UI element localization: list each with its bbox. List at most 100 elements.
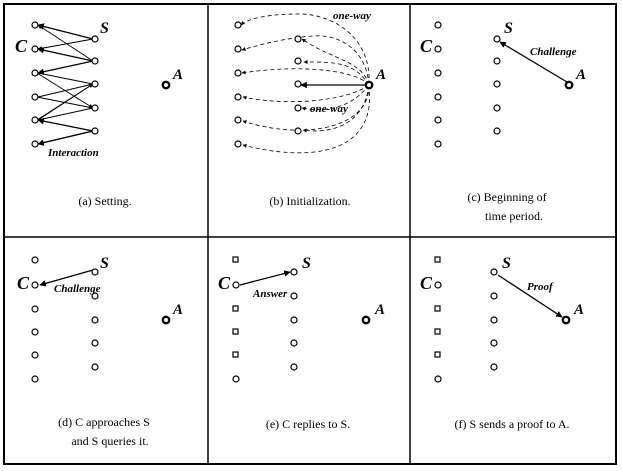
panel-e-client-node-2 <box>232 281 240 289</box>
panel-c-caption-line-2: time period. <box>485 209 543 223</box>
panel-f-server-label: S <box>502 255 511 272</box>
panel-d-client-label: C <box>17 273 30 293</box>
panel-e-client-node-1 <box>232 256 239 263</box>
panel-d-server-node-5 <box>91 363 99 371</box>
panel-c-client-node-3 <box>434 69 442 77</box>
panel-d-client-node-3 <box>31 305 39 313</box>
panel-a-server-node-5 <box>91 127 99 135</box>
panel-c-client-node-6 <box>434 140 442 148</box>
panel-e-caption: (e) C replies to S. <box>266 417 350 431</box>
panel-a-client-node-3 <box>31 69 39 77</box>
panel-e-client-node-5 <box>232 351 239 358</box>
panel-c-client-node-4 <box>434 93 442 101</box>
panel-a-setting: C S A Interaction (a) Setting. <box>15 20 183 208</box>
panel-f-server-node-4 <box>490 339 498 347</box>
panel-d-server-node-2 <box>91 292 99 300</box>
panel-c-server-node-3 <box>493 80 501 88</box>
panel-e-answer-arrow <box>239 270 291 286</box>
panel-e-server-node-5 <box>290 363 298 371</box>
panel-e-answer-label: Answer <box>252 288 288 300</box>
panel-a-server-label: S <box>100 20 109 37</box>
panel-a-server-node-4 <box>91 104 99 112</box>
panel-b-one-way-label-bottom: one-way <box>310 103 348 115</box>
panel-c-client-label: C <box>420 36 433 56</box>
panel-b-server-node-4 <box>294 104 302 112</box>
panel-a-client-label: C <box>15 36 28 56</box>
panel-d-client-node-5 <box>31 351 39 359</box>
panel-b-server-node-5 <box>294 127 302 135</box>
panel-b-client-node-3 <box>234 69 242 77</box>
panel-b-auditor-node <box>364 80 374 90</box>
panel-d-server-node-1 <box>91 268 99 276</box>
panel-e-client-node-4 <box>232 328 239 335</box>
panel-e-client-node-3 <box>232 305 239 312</box>
panel-e-auditor-node <box>361 315 371 325</box>
panel-a-auditor-node <box>161 80 171 90</box>
panel-f-client-node-5 <box>434 351 441 358</box>
panel-a-interaction-label: Interaction <box>47 147 99 159</box>
panel-b-caption: (b) Initialization. <box>269 194 350 208</box>
panel-a-server-node-3 <box>91 80 99 88</box>
panel-b-auditor-label: A <box>375 67 386 83</box>
panel-f-server-node-3 <box>490 316 498 324</box>
panel-b-client-node-5 <box>234 116 242 124</box>
panel-f-client-node-3 <box>434 305 441 312</box>
panel-b-client-node-1 <box>234 21 242 29</box>
panel-f-client-label: C <box>420 273 433 293</box>
panel-f-client-node-1 <box>434 256 441 263</box>
panel-f-s-sends-proof-to-a: C S A Proof (f) S sends a proof to A. <box>420 255 584 431</box>
panel-a-server-node-1 <box>91 35 99 43</box>
panel-f-server-node-2 <box>490 292 498 300</box>
panel-d-server-node-4 <box>91 339 99 347</box>
panel-d-server-node-3 <box>91 316 99 324</box>
panel-d-caption-line-2: and S queries it. <box>71 434 148 448</box>
panel-a-client-node-6 <box>31 140 39 148</box>
panel-d-client-node-1 <box>31 256 39 264</box>
panel-c-server-label: S <box>504 20 513 37</box>
panel-c-auditor-node <box>564 80 574 90</box>
panel-f-proof-arrow <box>497 274 563 318</box>
panel-f-client-node-6 <box>434 375 442 383</box>
panel-f-proof-label: Proof <box>527 281 554 293</box>
panel-e-auditor-label: A <box>374 302 385 318</box>
panel-a-interaction-edges <box>36 23 94 146</box>
panel-b-client-node-4 <box>234 93 242 101</box>
panel-d-client-node-2 <box>31 281 39 289</box>
panel-a-auditor-label: A <box>172 67 183 83</box>
panel-f-client-node-4 <box>434 328 441 335</box>
panel-a-client-node-1 <box>31 21 39 29</box>
panel-d-challenge-label: Challenge <box>54 283 101 295</box>
panel-b-client-node-2 <box>234 45 242 53</box>
panel-d-c-approaches-s: C S A Challenge (d) C approaches S and S… <box>17 255 183 448</box>
panel-e-server-node-3 <box>290 316 298 324</box>
panel-f-client-node-2 <box>434 281 442 289</box>
panel-c-client-node-2 <box>434 45 442 53</box>
panel-c-challenge-arrow <box>499 41 568 83</box>
panel-f-server-node-1 <box>490 268 498 276</box>
panel-f-caption: (f) S sends a proof to A. <box>455 417 570 431</box>
panel-a-caption: (a) Setting. <box>78 194 131 208</box>
figure-frame <box>3 3 617 465</box>
panel-b-server-node-1 <box>294 35 302 43</box>
panel-a-client-node-2 <box>31 45 39 53</box>
panel-c-caption-line-1: (c) Beginning of <box>467 190 546 204</box>
panel-f-server-node-5 <box>490 363 498 371</box>
panel-f-auditor-node <box>561 315 571 325</box>
panel-c-server-node-4 <box>493 104 501 112</box>
panel-c-server-node-5 <box>493 127 501 135</box>
panel-c-client-node-1 <box>434 21 442 29</box>
panel-b-initialization: A one-way one-way (b) Initialization. <box>234 10 386 208</box>
panel-e-server-node-4 <box>290 339 298 347</box>
panel-b-client-node-6 <box>234 140 242 148</box>
panel-b-one-way-edges <box>240 13 371 154</box>
panel-b-server-node-2 <box>294 57 302 65</box>
panel-e-c-replies-to-s: C S A Answer (e) C replies to S. <box>218 255 385 431</box>
panel-c-server-node-1 <box>493 35 501 43</box>
panel-e-client-node-6 <box>232 375 240 383</box>
panel-d-challenge-arrow <box>39 269 94 287</box>
panel-c-client-node-5 <box>434 116 442 124</box>
panel-a-client-node-4 <box>31 93 39 101</box>
panel-d-client-node-4 <box>31 328 39 336</box>
panel-d-server-label: S <box>100 255 109 272</box>
